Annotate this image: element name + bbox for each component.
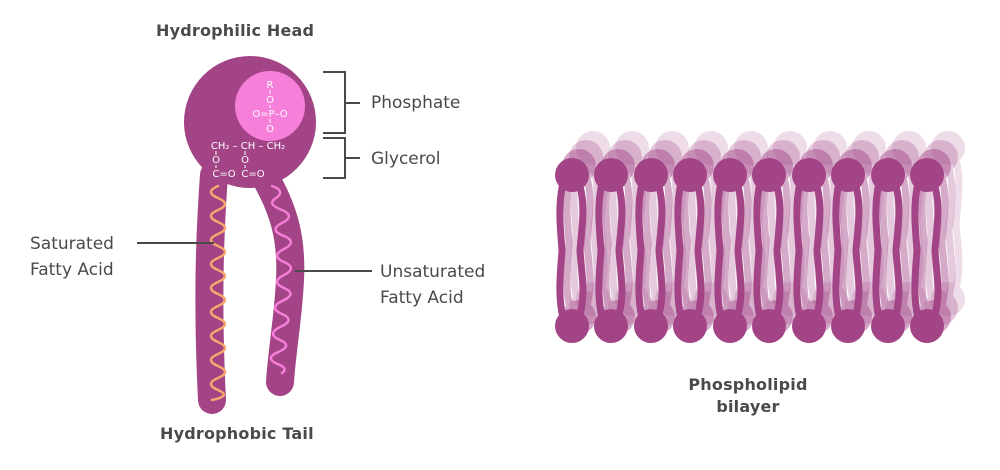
bilayer-title-line-2: bilayer xyxy=(716,397,780,416)
phosphate-bracket xyxy=(323,71,360,134)
chem-carbonyl-2: C=O xyxy=(241,169,264,180)
bilayer-lipid-6 xyxy=(752,158,786,343)
saturated-label-line-2: Fatty Acid xyxy=(30,260,114,280)
bilayer-lipid-10 xyxy=(910,158,944,343)
saturated-chain xyxy=(209,184,227,402)
bilayer-lipid-7 xyxy=(792,158,826,343)
bilayer-lipid-2 xyxy=(594,158,628,343)
annotation-lines xyxy=(137,71,372,272)
unsaturated-tail-shape xyxy=(248,158,305,396)
phospholipid-molecule: R O O=P–O O CH₂ – CH – CH₂ O O C=O C=O xyxy=(184,56,316,414)
chem-glycerol-row: CH₂ – CH – CH₂ xyxy=(211,141,285,152)
unsaturated-label-line-2: Fatty Acid xyxy=(380,288,464,308)
bilayer-lipid-3 xyxy=(634,158,668,343)
unsaturated-chain xyxy=(269,184,293,375)
unsaturated-label-line-1: Unsaturated xyxy=(380,262,486,282)
bilayer-title: Phospholipid bilayer xyxy=(683,374,813,418)
chem-ester-o-1: O xyxy=(212,155,220,166)
bilayer-lipid-4 xyxy=(673,158,707,343)
back-lipid xyxy=(687,140,721,325)
chem-ester-o-2: O xyxy=(241,155,249,166)
phospholipid-bilayer xyxy=(555,131,965,343)
bilayer-lipid-5 xyxy=(713,158,747,343)
chem-o-top: O xyxy=(266,95,274,106)
chem-r: R xyxy=(267,80,274,91)
bilayer-title-line-1: Phospholipid xyxy=(688,375,808,394)
chem-phosphate-row: O=P–O xyxy=(252,109,287,120)
chem-o-bottom: O xyxy=(266,124,274,135)
chemical-structure: R O O=P–O O CH₂ – CH – CH₂ O O C=O C=O xyxy=(211,80,288,180)
glycerol-bracket xyxy=(323,137,360,179)
hydrophilic-head-title: Hydrophilic Head xyxy=(156,21,315,40)
unsaturated-fatty-acid-label: Unsaturated Fatty Acid xyxy=(380,259,485,311)
bilayer-lipid-9 xyxy=(871,158,905,343)
bilayer-lipid-8 xyxy=(831,158,865,343)
saturated-label-line-1: Saturated xyxy=(30,234,114,254)
hydrophobic-tail-title: Hydrophobic Tail xyxy=(160,424,314,443)
glycerol-label: Glycerol xyxy=(371,149,441,169)
saturated-fatty-acid-label: Saturated Fatty Acid xyxy=(30,231,114,283)
chem-carbonyl-1: C=O xyxy=(212,169,235,180)
bilayer-lipid-1 xyxy=(555,158,589,343)
phosphate-label: Phosphate xyxy=(371,93,461,113)
